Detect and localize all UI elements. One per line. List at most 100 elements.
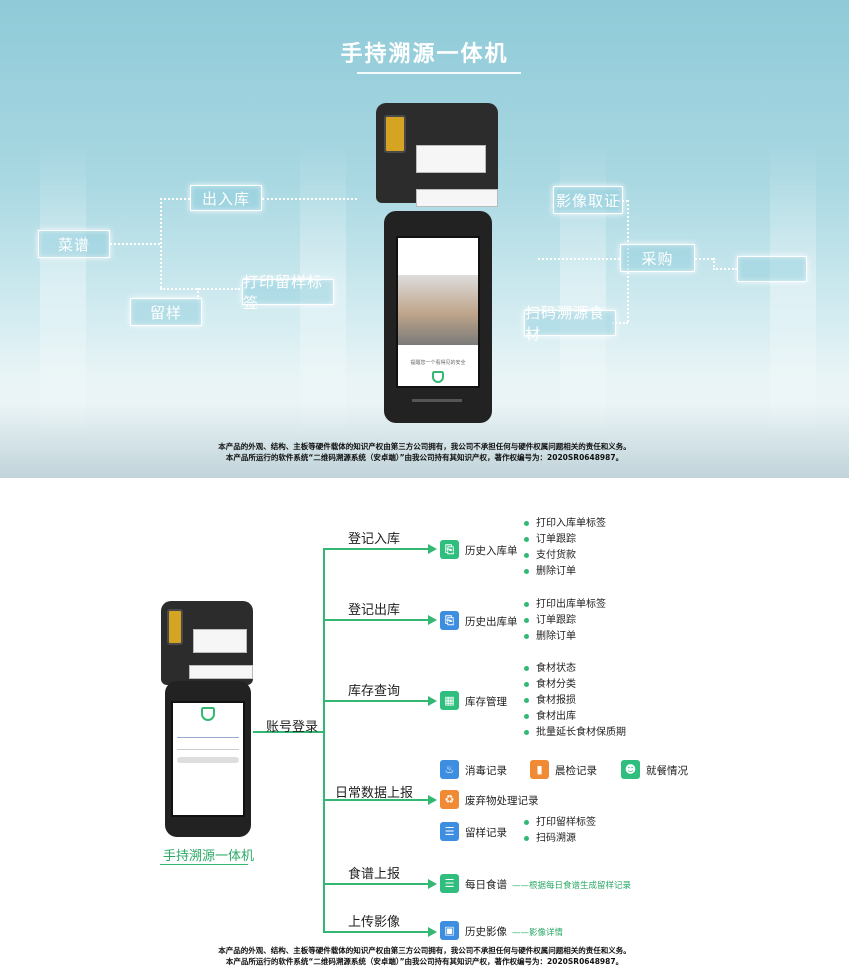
leaf-stock: 库存管理 [465, 696, 507, 708]
bullet-item: 打印出库单标签 [522, 597, 606, 613]
arrow-icon [428, 927, 437, 937]
bullets-history-in: 打印入库单标签 订单跟踪 支付货款 删除订单 [522, 516, 606, 580]
device-label: 手持溯源一体机 [163, 849, 255, 864]
bullet-item: 食材出库 [522, 709, 626, 725]
branch-line [323, 931, 428, 933]
branch-line [323, 548, 428, 550]
label-empty [737, 256, 807, 282]
bullet-item: 打印留样标签 [522, 815, 596, 831]
label-caipu: 菜谱 [38, 230, 110, 258]
bullet-item: 食材分类 [522, 677, 626, 693]
connector [160, 198, 162, 288]
stock-icon: ▦ [440, 691, 459, 710]
bullet-item: 支付货款 [522, 548, 606, 564]
note-menu: ——根据每日食谱生成留样记录 [512, 881, 632, 891]
branch-line [323, 619, 428, 621]
leaf-dining: 就餐情况 [646, 765, 688, 777]
printer-paper [189, 665, 253, 679]
arrow-icon [428, 879, 437, 889]
leaf-disinfect: 消毒记录 [465, 765, 507, 777]
label-liuyang: 留样 [130, 298, 202, 326]
bullets-sample: 打印留样标签 扫码溯源 [522, 815, 596, 847]
printer-paper [416, 145, 486, 173]
title-underline [357, 72, 521, 74]
fingerprint-sensor [167, 609, 183, 645]
bullet-item: 订单跟踪 [522, 613, 606, 629]
connector [160, 288, 240, 290]
label-yingxiang: 影像取证 [553, 186, 623, 214]
bullet-item: 批量延长食材保质期 [522, 725, 626, 741]
fingerprint-sensor [384, 115, 406, 153]
thermometer-icon: ▮ [530, 760, 549, 779]
note-image: ——影像详情 [512, 928, 564, 938]
connector [713, 258, 715, 270]
leaf-sample: 留样记录 [465, 827, 507, 839]
login-field [177, 737, 239, 738]
leaf-history-image: 历史影像 [465, 926, 507, 938]
ip-notice: 本产品的外观、结构、主板等硬件载体的知识产权由第三方公司拥有，我公司不承担任何与… [0, 441, 849, 463]
label-print-sample: 打印留样标签 [242, 273, 334, 312]
trunk-line [253, 731, 325, 733]
connector [627, 200, 629, 322]
login-button [177, 757, 239, 763]
recycle-icon: ♻ [440, 790, 459, 809]
receipt-out-icon: ⎘ [440, 611, 459, 630]
printer-paper [193, 629, 247, 653]
bullets-stock: 食材状态 食材分类 食材报损 食材出库 批量延长食材保质期 [522, 661, 626, 741]
account-login: 账号登录 [266, 720, 319, 735]
connector [160, 198, 190, 200]
ip-notice-line: 本产品所运行的软件系统“二维码溯源系统（安卓端）”由我公司持有其知识产权，著作权… [225, 453, 624, 462]
ip-notice-line: 本产品所运行的软件系统“二维码溯源系统（安卓端）”由我公司持有其知识产权，著作权… [225, 957, 624, 966]
stage-register-in: 登记入库 [348, 532, 401, 547]
label-churuku: 出入库 [190, 185, 262, 211]
bullet-item: 食材状态 [522, 661, 626, 677]
screen-caption: 提醒您一个看得见的安全 [410, 360, 466, 366]
branch-line [323, 883, 428, 885]
connector [612, 322, 628, 324]
printer-paper [416, 189, 498, 207]
leaf-history-out: 历史出库单 [465, 616, 518, 628]
ip-notice: 本产品的外观、结构、主板等硬件载体的知识产权由第三方公司拥有，我公司不承担任何与… [0, 945, 849, 967]
password-field [177, 749, 239, 750]
light-pillar [560, 140, 606, 440]
connector [610, 200, 628, 202]
people-icon: ☻ [621, 760, 640, 779]
connector [713, 268, 737, 270]
leaf-waste: 废弃物处理记录 [465, 795, 539, 807]
receipt-icon: ⎘ [440, 540, 459, 559]
bullet-item: 打印入库单标签 [522, 516, 606, 532]
device-image [159, 601, 255, 837]
arrow-icon [428, 795, 437, 805]
stage-stock-query: 库存查询 [348, 684, 401, 699]
device-image: 提醒您一个看得见的安全 [372, 103, 502, 423]
shield-icon [201, 707, 215, 721]
stage-register-out: 登记出库 [348, 603, 401, 618]
branch-line [323, 700, 428, 702]
connector [110, 243, 160, 245]
bullet-item: 删除订单 [522, 629, 606, 645]
trunk-line [323, 548, 325, 931]
connector [538, 258, 620, 260]
arrow-icon [428, 544, 437, 554]
label-caigou: 采购 [620, 244, 695, 272]
connector [197, 288, 199, 300]
stage-daily-report: 日常数据上报 [335, 786, 414, 801]
device-label-underline [160, 864, 248, 865]
bullets-history-out: 打印出库单标签 订单跟踪 删除订单 [522, 597, 606, 645]
arrow-icon [428, 696, 437, 706]
light-pillar [40, 140, 86, 440]
disinfect-icon: ♨ [440, 760, 459, 779]
screen-photo [398, 275, 478, 345]
label-saoma: 扫码溯源食材 [524, 304, 616, 343]
image-icon: ▣ [440, 921, 459, 940]
light-pillar [770, 140, 816, 440]
hero-banner: 手持溯源一体机 出入库 菜谱 留样 打印留样标签 影像取证 采购 扫码溯源食材 … [0, 0, 849, 478]
ip-notice-line: 本产品的外观、结构、主板等硬件载体的知识产权由第三方公司拥有，我公司不承担任何与… [218, 442, 631, 451]
shield-icon [432, 371, 444, 383]
leaf-daily-menu: 每日食谱 [465, 879, 507, 891]
connector [262, 198, 357, 200]
arrow-icon [428, 615, 437, 625]
leaf-morning: 晨检记录 [555, 765, 597, 777]
bullet-item: 订单跟踪 [522, 532, 606, 548]
light-pillar [300, 140, 346, 440]
